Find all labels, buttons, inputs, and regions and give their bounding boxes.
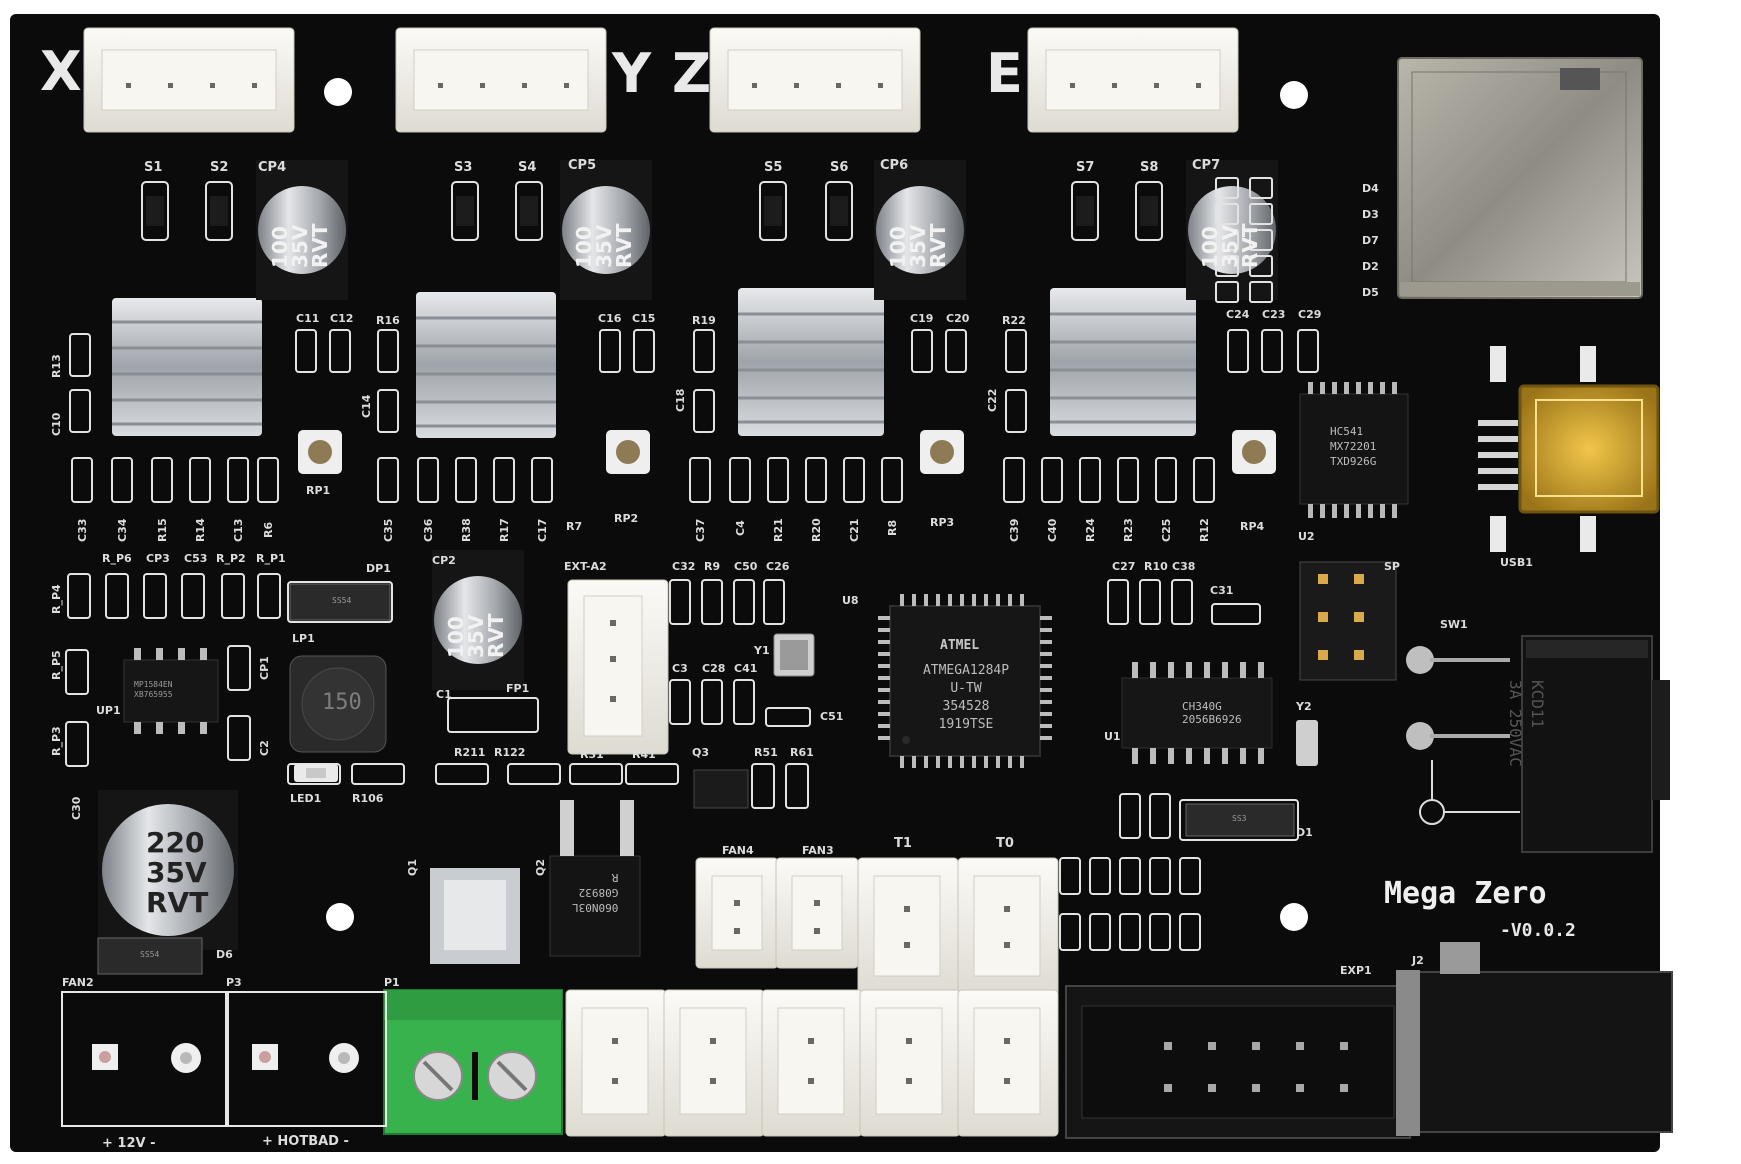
inductor-lp1 — [289, 655, 387, 753]
buck-chip — [123, 648, 219, 734]
mosfet-q2 — [549, 800, 641, 957]
main-capacitor — [98, 790, 238, 950]
ext-a2-connector — [567, 579, 669, 755]
exp1-header — [1065, 985, 1411, 1139]
transistor-q3 — [693, 769, 749, 809]
heatsinks — [112, 288, 1196, 438]
crystal-y1 — [773, 633, 815, 677]
mcu-chip — [878, 594, 1052, 768]
crystal-y2 — [1296, 720, 1318, 766]
mounting-holes — [324, 78, 1308, 931]
mini-usb-port — [1478, 346, 1660, 552]
mosfet-q1 — [430, 868, 520, 964]
screw-terminal — [383, 989, 563, 1135]
small-connectors — [565, 857, 1059, 1137]
smd-components — [65, 177, 1319, 951]
bottom-pads — [61, 991, 387, 1127]
trim-pots — [298, 430, 1276, 474]
diodes — [97, 583, 1295, 975]
isp-header — [1299, 561, 1397, 681]
ic-u2 — [1299, 382, 1409, 518]
power-switch — [1406, 635, 1670, 853]
resistor-bodies — [146, 196, 1158, 226]
dc-jack — [1396, 942, 1673, 1136]
led1 — [294, 764, 338, 782]
sd-card-slot — [1397, 57, 1643, 299]
motor-connectors — [83, 27, 1239, 133]
usb-serial-chip — [1121, 662, 1273, 764]
